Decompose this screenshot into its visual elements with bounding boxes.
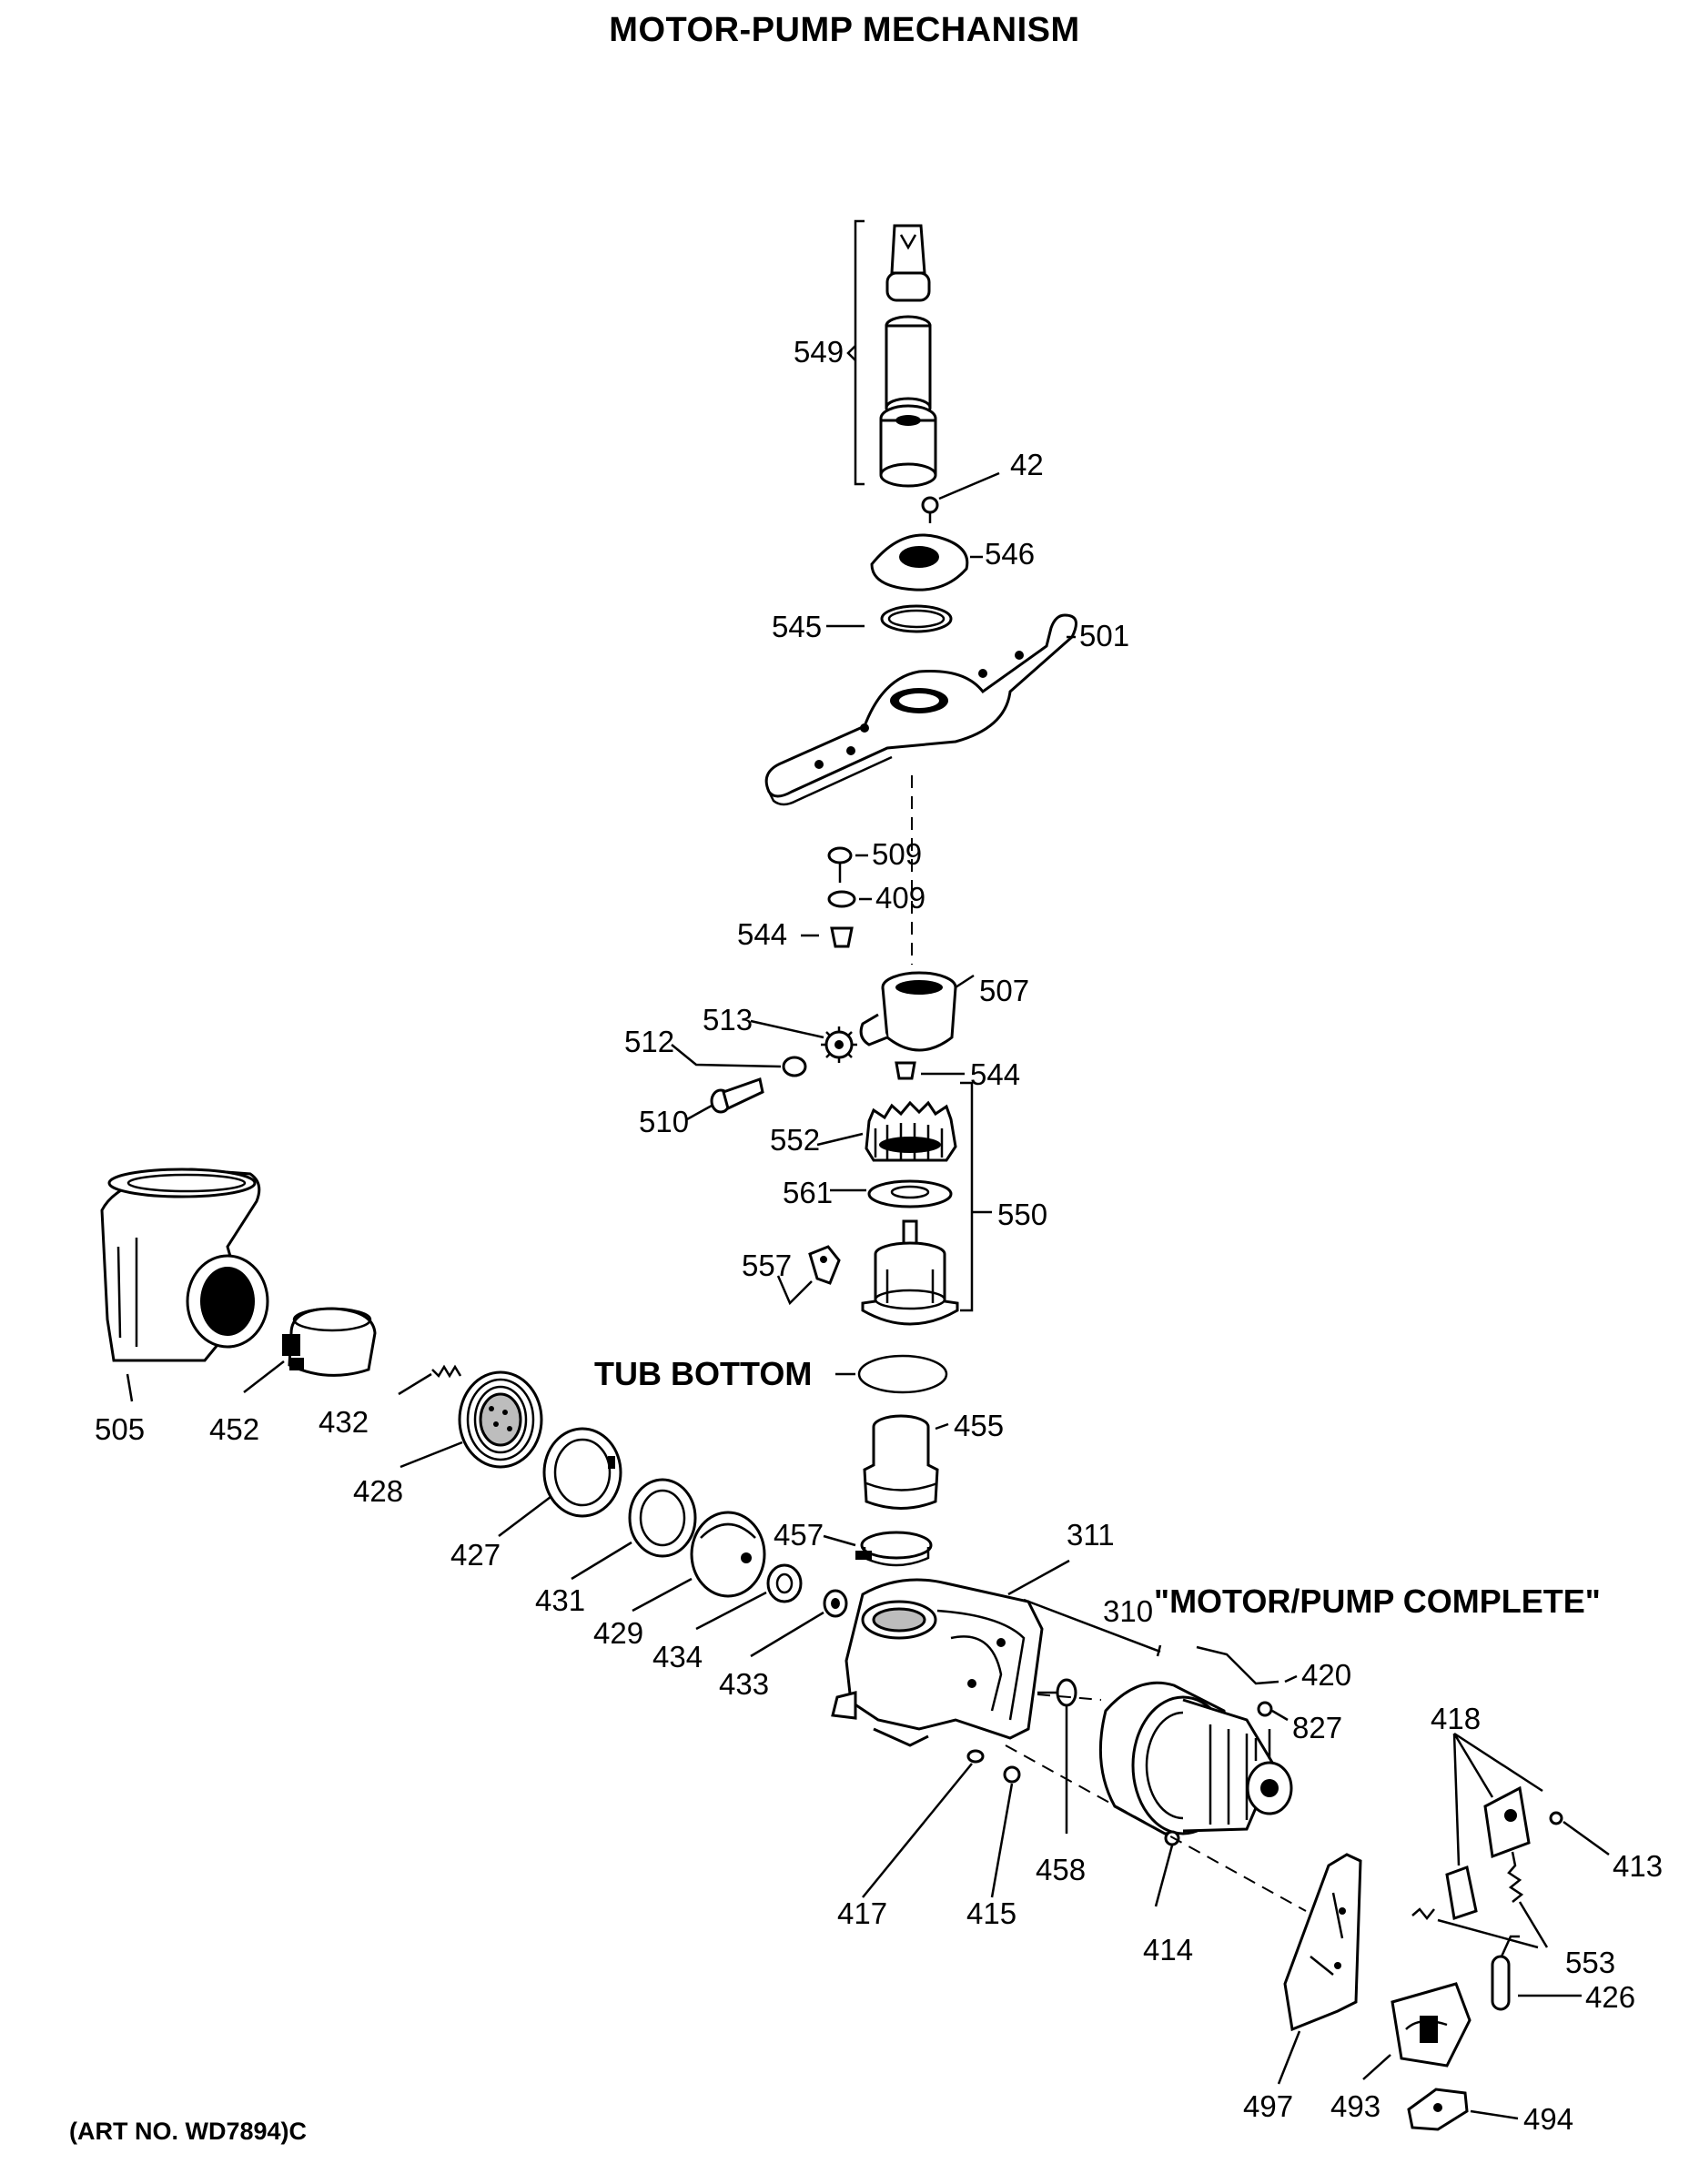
callout-544-top: 544 [737,917,787,951]
callout-546: 546 [985,537,1035,571]
callout-507: 507 [979,974,1029,1007]
part-561-seal [830,1179,953,1208]
part-432-spring [398,1364,462,1396]
part-429-cover [632,1511,766,1613]
spray-tower-assembly [846,219,937,488]
part-452-clamp [243,1307,377,1393]
callout-544-bottom: 544 [970,1057,1020,1091]
part-311-pump-housing [831,1559,1070,1747]
part-544-top [801,926,854,948]
part-546-hub [870,533,983,592]
part-494 [1407,2088,1519,2131]
callout-549: 549 [794,335,844,369]
callout-493: 493 [1330,2089,1381,2123]
callout-494: 494 [1523,2102,1573,2136]
complete-bracket-line [1023,1598,1161,1653]
bracket-550 [960,1081,974,1312]
callout-432: 432 [319,1405,369,1439]
callout-417: 417 [837,1896,887,1930]
tub-bottom-ring [835,1354,948,1394]
callout-512: 512 [624,1025,674,1058]
part-512-washer [671,1044,807,1077]
callout-426: 426 [1585,1980,1635,2014]
callout-428: 428 [353,1474,403,1508]
part-431-ring [571,1478,697,1581]
callout-433: 433 [719,1667,769,1701]
motor-pump-complete-label: "MOTOR/PUMP COMPLETE" [1154,1582,1601,1620]
part-545-ring [826,604,953,633]
callout-552: 552 [770,1123,820,1157]
callout-457: 457 [774,1518,824,1552]
callout-553: 553 [1565,1946,1615,1979]
part-458-bolt [1037,1678,1077,1834]
tub-bottom-label: TUB BOTTOM [594,1355,812,1392]
callout-427: 427 [450,1538,501,1572]
part-557-clip [776,1245,841,1306]
part-827 [1257,1701,1289,1722]
callout-550: 550 [997,1198,1047,1231]
part-552-gear [816,1100,957,1162]
part-510-pin [686,1077,764,1121]
callout-415: 415 [966,1896,1016,1930]
part-497-bracket [1277,1853,1362,2085]
callout-505: 505 [95,1412,145,1446]
callout-545: 545 [772,610,822,643]
part-513-gear [750,1019,857,1063]
callout-409: 409 [875,881,925,915]
callout-561: 561 [783,1176,833,1209]
callout-513: 513 [703,1003,753,1036]
part-42-screw [921,471,1000,523]
callout-434: 434 [652,1640,703,1673]
callout-429: 429 [593,1616,643,1650]
part-415 [990,1765,1021,1898]
callout-827: 827 [1292,1711,1342,1744]
part-493-solenoid [1362,1982,1472,2080]
part-507-housing [859,971,975,1052]
callout-420: 420 [1301,1658,1351,1692]
part-420-wire [1196,1645,1298,1685]
part-426-plunger [1491,1935,1582,2011]
callout-418: 418 [1431,1702,1481,1735]
page-title: MOTOR-PUMP MECHANISM [609,11,1080,49]
part-417 [862,1749,985,1898]
motor [1098,1681,1293,1835]
part-414 [1154,1830,1180,1907]
callout-431: 431 [535,1583,585,1617]
art-number: (ART NO. WD7894)C [69,2118,308,2145]
part-418-assembly [1411,1732,1610,1949]
callout-510: 510 [639,1105,689,1138]
part-505-filter-housing [100,1168,269,1402]
callout-452: 452 [209,1412,259,1446]
callout-509: 509 [872,837,922,871]
part-509-bolt [827,846,868,883]
part-455 [863,1414,949,1510]
callout-311: 311 [1067,1518,1115,1552]
callout-310: 310 [1103,1594,1153,1628]
callout-455: 455 [954,1409,1004,1442]
callout-413: 413 [1613,1849,1663,1883]
part-409-washer [827,890,872,908]
part-427-ring [498,1427,622,1537]
callout-497: 497 [1243,2089,1293,2123]
callout-42: 42 [1010,448,1044,481]
part-428-filter [399,1370,543,1469]
part-433 [750,1589,848,1658]
callout-414: 414 [1143,1933,1193,1967]
callout-458: 458 [1036,1853,1086,1886]
part-544-bottom [895,1061,965,1080]
part-457-clamp [823,1531,933,1567]
callout-557: 557 [742,1249,792,1282]
part-434 [695,1563,803,1631]
pump-body [861,1219,959,1326]
callout-501: 501 [1079,619,1129,652]
part-501-spray-arm [764,613,1077,806]
